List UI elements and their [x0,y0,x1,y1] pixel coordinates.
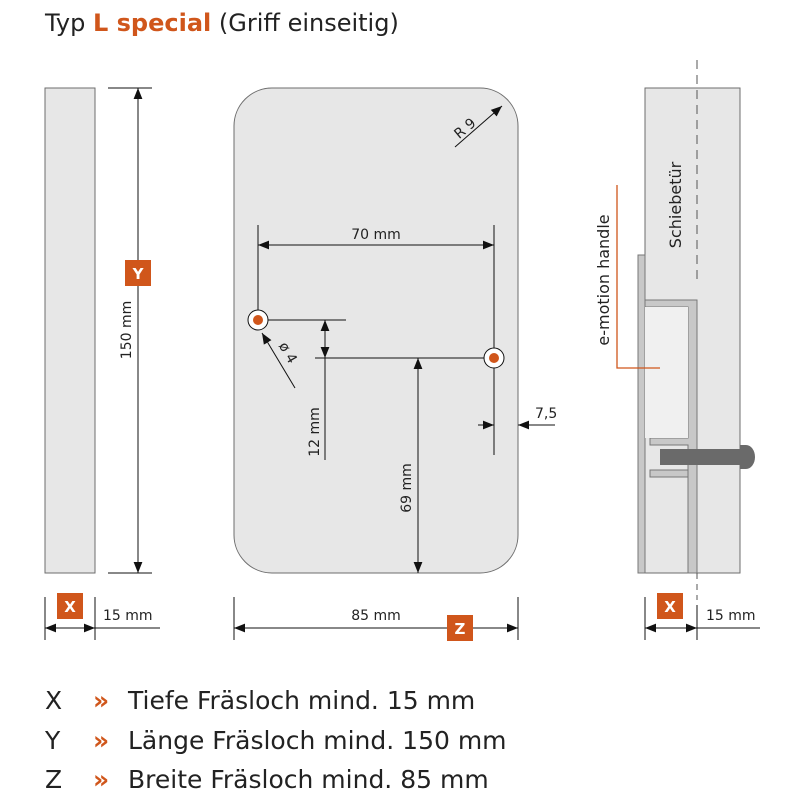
handle-label: e-motion handle [594,214,613,345]
svg-text:Länge Fräsloch mind. 150 mm: Länge Fräsloch mind. 150 mm [128,726,507,755]
vertical-offset-label: 12 mm [307,407,323,457]
depth-label: 15 mm [103,608,153,624]
width-label: 85 mm [351,608,401,624]
svg-text:»: » [93,686,109,715]
x-badge: X [57,593,83,619]
z-badge: Z [447,615,473,641]
bottom-offset-label: 69 mm [399,463,415,513]
svg-text:X: X [664,598,676,616]
hole-spacing-label: 70 mm [351,227,401,243]
cutout-side-profile [44,87,96,574]
svg-text:»: » [93,726,109,755]
svg-text:Y: Y [132,265,145,283]
x-badge-side: X [657,593,683,619]
side-depth-label: 15 mm [706,608,756,624]
y-badge: Y [125,260,151,286]
handle-leader-line [616,185,660,369]
mounting-hole-right [483,347,505,369]
svg-text:»: » [93,765,109,794]
cutout-front-view [233,87,519,574]
legend: X » Tiefe Fräsloch mind. 15 mm Y » Länge Frä… [44,686,507,794]
svg-text:X: X [45,686,62,715]
handle-profile [637,254,646,574]
legend-item-y: Y » Länge Fräsloch mind. 150 mm [44,726,507,755]
svg-text:Z: Z [455,620,466,638]
legend-item-x: X » Tiefe Fräsloch mind. 15 mm [45,686,475,715]
legend-item-z: Z » Breite Fräsloch mind. 85 mm [45,765,489,794]
edge-offset-label: 7,5 [535,406,557,422]
svg-text:Breite Fräsloch mind. 85 mm: Breite Fräsloch mind. 85 mm [128,765,489,794]
mounting-hole-left [247,309,269,331]
bolt [660,449,740,465]
height-label: 150 mm [119,301,135,359]
svg-text:Y: Y [44,726,61,755]
door-label: Schiebetür [666,161,685,248]
svg-text:X: X [64,598,76,616]
page-title: Typ L special (Griff einseitig) [44,9,399,37]
svg-text:Tiefe Fräsloch mind. 15 mm: Tiefe Fräsloch mind. 15 mm [127,686,475,715]
svg-text:Z: Z [45,765,62,794]
